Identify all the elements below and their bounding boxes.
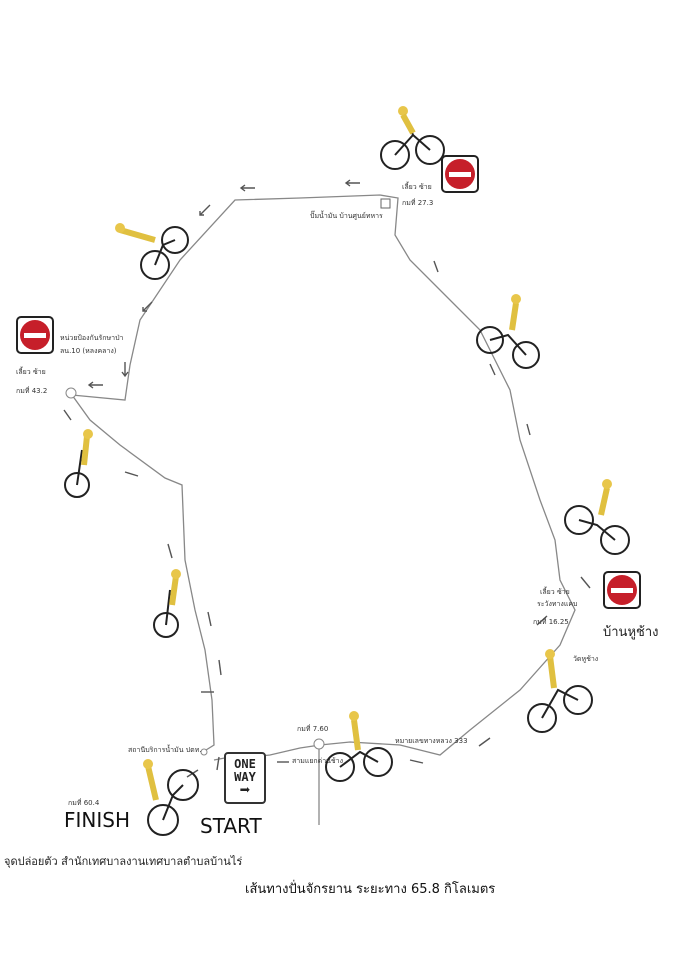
km-43-label: กมที่ 43.2 bbox=[16, 387, 48, 395]
one-way-line1: ONE bbox=[234, 757, 256, 771]
cyclist-icon bbox=[325, 711, 393, 782]
junction-7-marker bbox=[313, 738, 325, 750]
cyclist-icon bbox=[380, 106, 445, 170]
cyclist-icon bbox=[143, 759, 199, 836]
no-entry-sign-43 bbox=[16, 316, 54, 354]
gas-station-marker bbox=[200, 748, 208, 756]
forest-unit-label: หน่วยป้องกันรักษาป่า bbox=[60, 334, 124, 342]
route-line bbox=[70, 194, 576, 761]
km-60-label: กมที่ 60.4 bbox=[68, 799, 100, 807]
wat-label: วัดหูช้าง bbox=[573, 655, 599, 663]
cyclist-icon bbox=[476, 294, 540, 369]
samyaek-label: สามแยกด่านช้าง bbox=[292, 757, 344, 765]
ban-huchang-label: บ้านหูช้าง bbox=[603, 625, 659, 640]
turn-left-16-label: เลี้ยว ซ้าย bbox=[540, 588, 570, 596]
turn-left-27-label: เลี้ยว ซ้าย bbox=[402, 183, 432, 191]
route-title: เส้นทางปั่นจักรยาน ระยะทาง 65.8 กิโลเมตร bbox=[245, 882, 496, 897]
caution-label: ระวังทางแคบ bbox=[537, 600, 578, 608]
one-way-sign: ONE WAY ➡ bbox=[224, 752, 266, 804]
highway-label: หมายเลขทางหลวง 333 bbox=[395, 737, 468, 745]
direction-arrows bbox=[63, 179, 591, 778]
km-16-label: กมที่ 16.25 bbox=[533, 618, 569, 626]
km-27-label: กมที่ 27.3 bbox=[402, 199, 434, 207]
turn-left-43-label: เลี้ยว ซ้าย bbox=[16, 368, 46, 376]
no-entry-sign-16 bbox=[603, 571, 641, 609]
one-way-line2: WAY bbox=[234, 770, 256, 784]
gas-station-label: สถานีบริการน้ำมัน ปตท. bbox=[128, 746, 202, 754]
cyclist-icon bbox=[64, 429, 93, 498]
finish-label: FINISH bbox=[64, 808, 130, 832]
cyclist-icon bbox=[115, 223, 189, 280]
pump-label: ปั๊มน้ำมัน บ้านศูนย์ทหาร bbox=[310, 212, 383, 220]
origin-label: จุดปล่อยตัว สำนักเทศบาลงานเทศบาลตำบลบ้าน… bbox=[4, 855, 243, 868]
arrow-right-icon: ➡ bbox=[239, 780, 251, 801]
junction-43-marker bbox=[65, 387, 77, 399]
cyclist-icon bbox=[527, 649, 593, 733]
cyclist-icon bbox=[564, 479, 630, 555]
no-entry-sign-27 bbox=[441, 155, 479, 193]
km-7-label: กมที่ 7.60 bbox=[297, 725, 329, 733]
forest-unit-label-2: ลน.10 (หลงคลาง) bbox=[60, 347, 117, 355]
pump-marker bbox=[380, 198, 391, 209]
start-label: START bbox=[200, 814, 262, 838]
cyclist-icon bbox=[153, 569, 181, 638]
